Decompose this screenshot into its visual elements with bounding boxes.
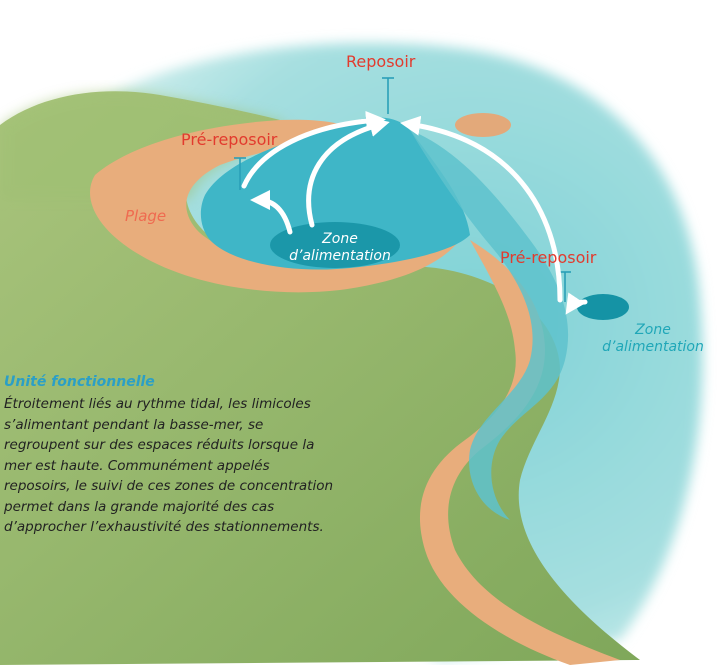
sand-islet <box>455 113 511 137</box>
zone-right-label: Zone d’alimentation <box>594 322 712 356</box>
zone-right-line2: d’alimentation <box>594 339 712 356</box>
zone-center-line2: d’alimentation <box>278 248 402 265</box>
reposoir-label: Reposoir <box>346 52 415 71</box>
unit-title: Unité fonctionnelle <box>4 374 155 390</box>
plage-label: Plage <box>125 207 166 225</box>
zone-center-label: Zone d’alimentation <box>278 231 402 265</box>
pre-reposoir-right-label: Pré-reposoir <box>500 248 596 267</box>
feeding-zone-right <box>577 294 629 320</box>
zone-right-line1: Zone <box>594 322 712 339</box>
pre-reposoir-left-label: Pré-reposoir <box>181 130 277 149</box>
unit-description: Étroitement liés au rythme tidal, les li… <box>4 394 334 538</box>
zone-center-line1: Zone <box>278 231 402 248</box>
